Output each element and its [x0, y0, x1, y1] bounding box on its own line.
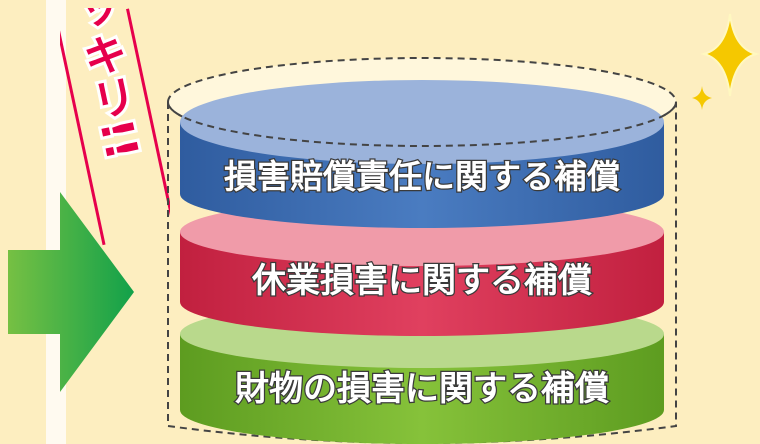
right-arrow-icon	[8, 192, 134, 392]
layer-top: 損害賠償責任に関する補償	[180, 80, 664, 228]
sparkle-icon	[692, 13, 760, 110]
badge-text: スッキリ!!	[60, 8, 148, 164]
sukkiri-badge: スッキリ!!	[60, 8, 170, 246]
coverage-stack: 財物の損害に関する補償 休業損害に関する補償 損害賠償責任に関する補償	[167, 57, 677, 444]
layer-label-business-interruption: 休業損害に関する補償	[251, 261, 592, 301]
layer-label-property: 財物の損害に関する補償	[235, 369, 609, 409]
layer-label-liability: 損害賠償責任に関する補償	[224, 157, 620, 196]
